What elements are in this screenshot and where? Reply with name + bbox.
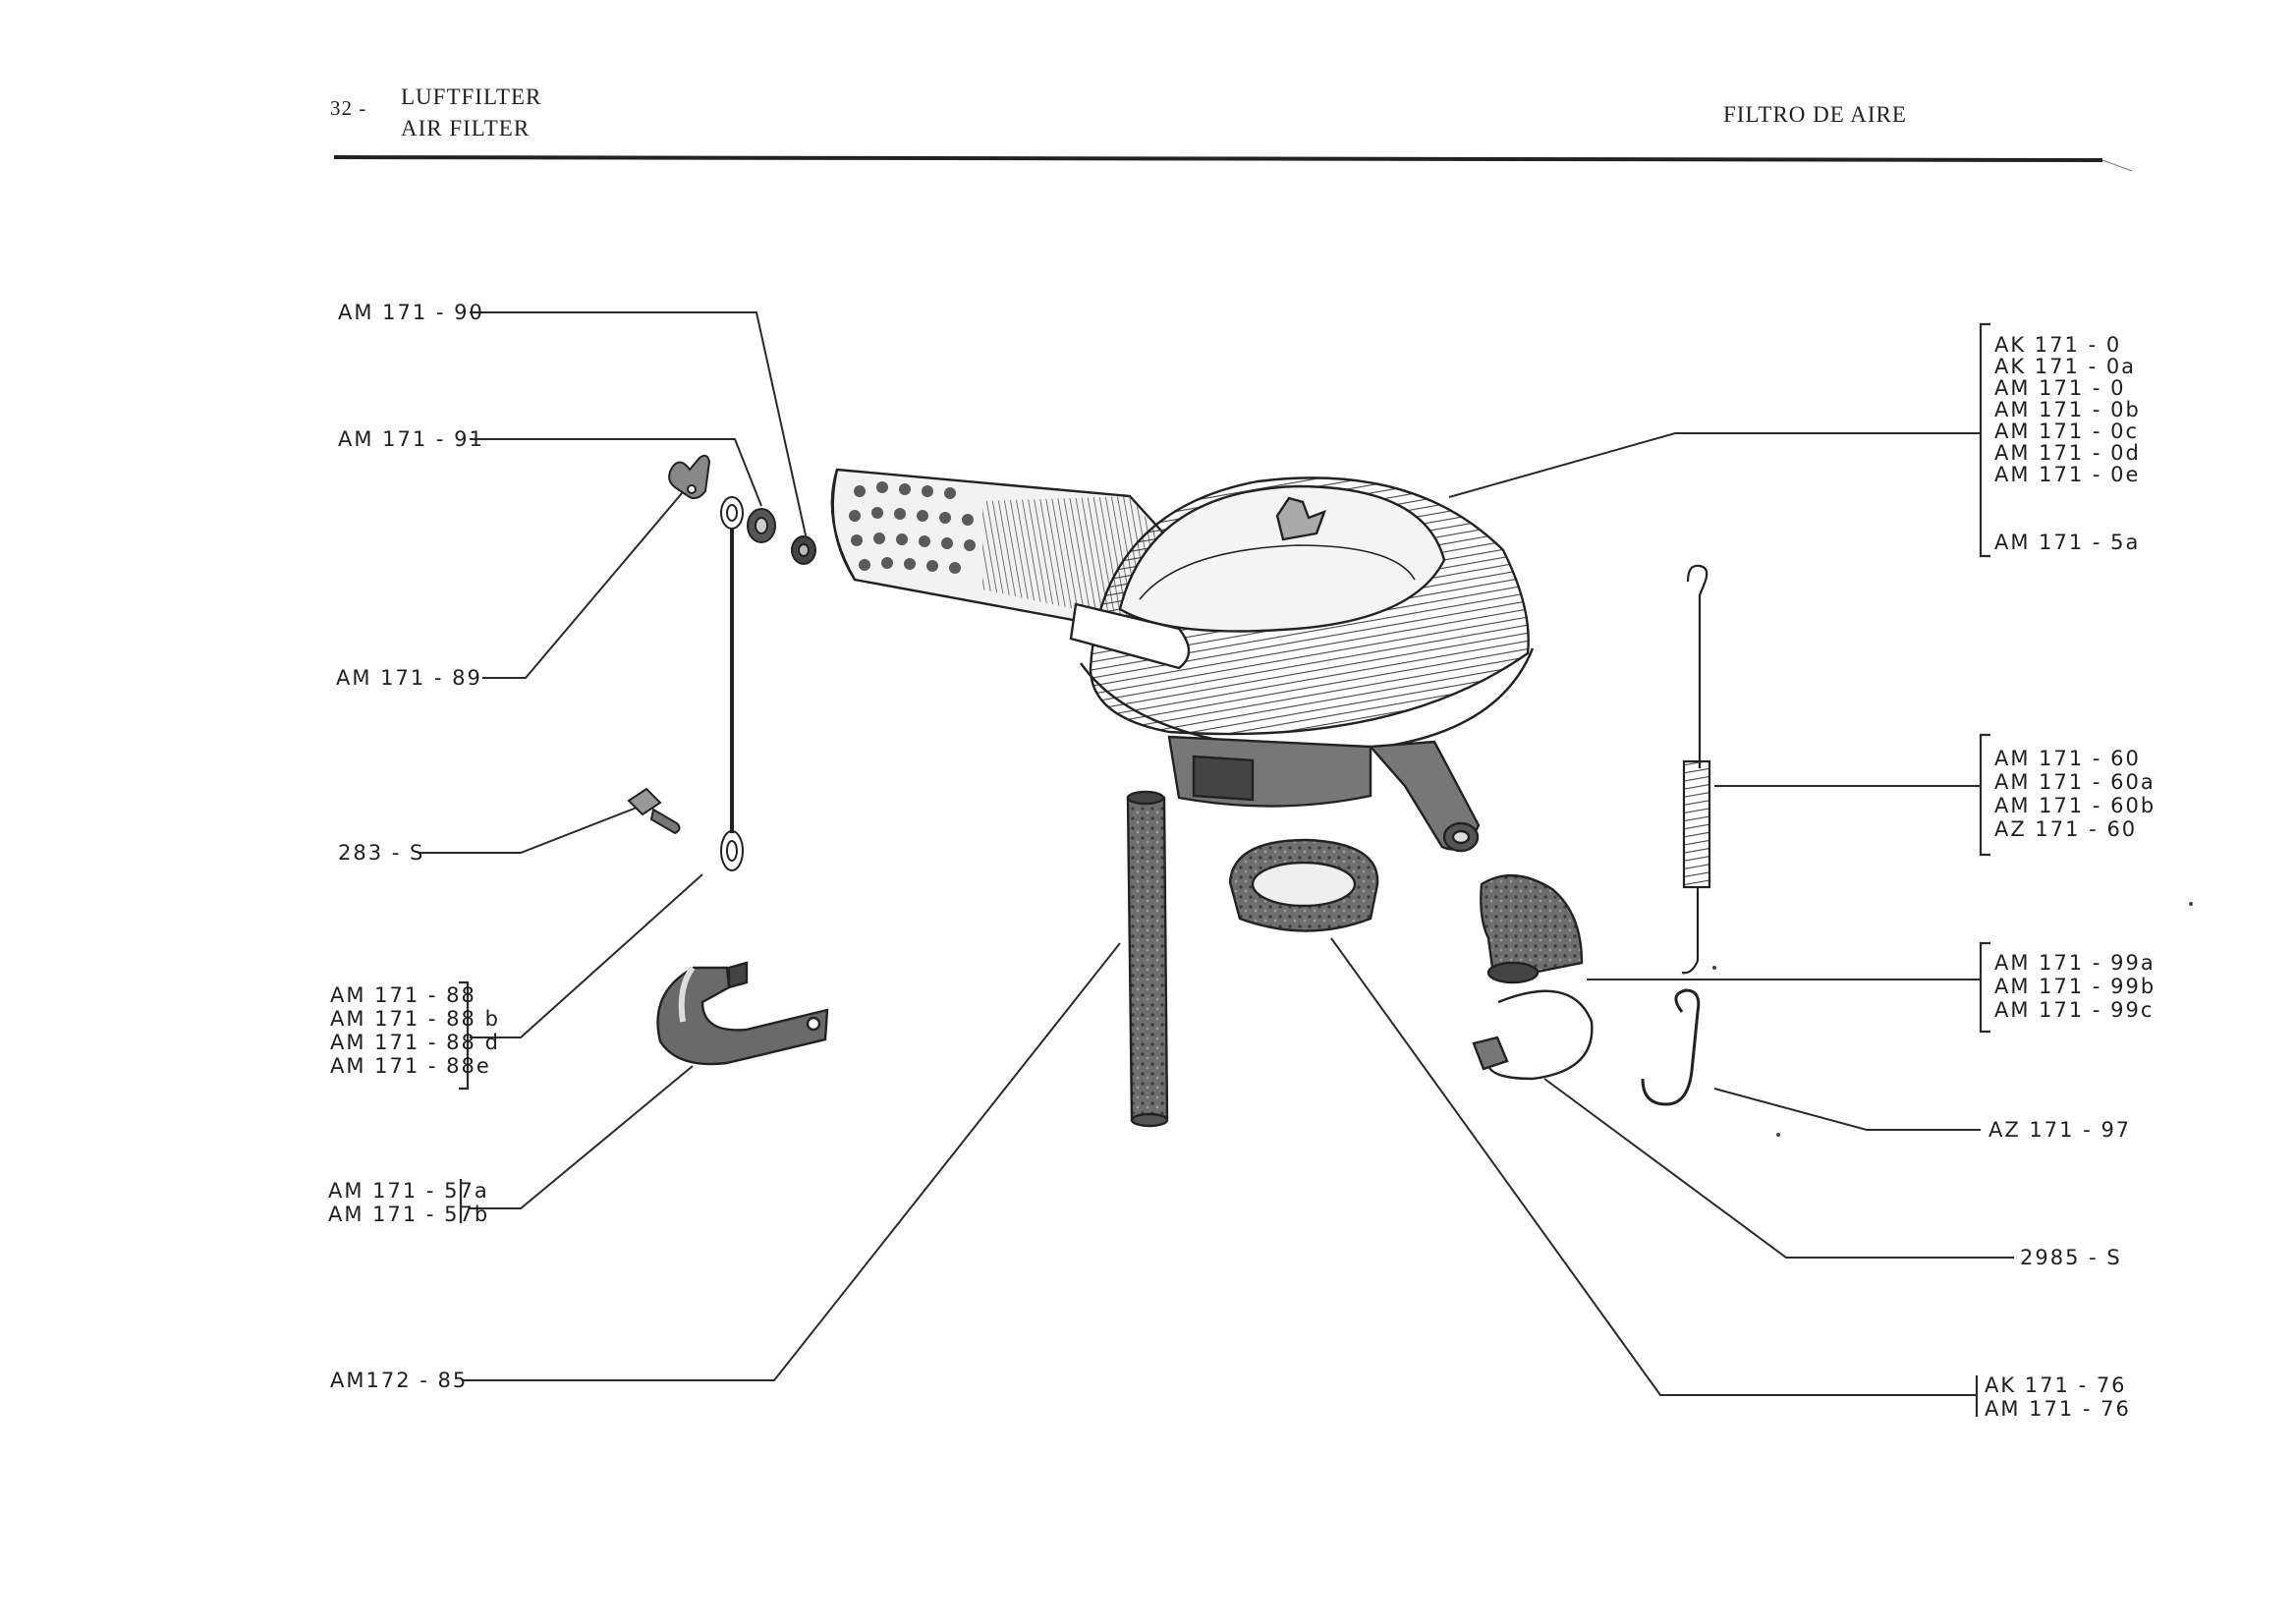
bracket-clamp-part [656, 961, 829, 1066]
callout-am171-60a: AM 171 - 60a [1994, 770, 2156, 794]
callout-group-0: AK 171 - 0 AK 171 - 0a AM 171 - 0 AM 171… [1994, 334, 2141, 485]
callout-group-88: AM 171 - 88 AM 171 - 88 b AM 171 - 88 d … [330, 983, 500, 1078]
callout-ak171-76: AK 171 - 76 [1985, 1373, 2127, 1397]
spring-part [1681, 564, 1711, 975]
callout-am171-0c: AM 171 - 0c [1994, 420, 2140, 443]
clip-part [668, 454, 711, 500]
bushing-parts [747, 508, 816, 565]
callout-am172-85: AM172 - 85 [330, 1369, 469, 1392]
callout-ak171-0: AK 171 - 0 [1994, 333, 2122, 357]
elbow-hose-part [1480, 873, 1584, 984]
callout-am171-76: AM 171 - 76 [1985, 1397, 2131, 1421]
callout-am171-99c: AM 171 - 99c [1994, 998, 2155, 1022]
callout-am171-60: AM 171 - 60 [1994, 747, 2141, 770]
callout-am171-99b: AM 171 - 99b [1994, 975, 2156, 998]
rubber-sleeve-part [1228, 838, 1379, 932]
callout-283-s: 283 - S [338, 841, 425, 865]
air-filter-housing [830, 468, 1535, 853]
callout-am171-0d: AM 171 - 0d [1994, 441, 2141, 465]
page-number: 32 - [330, 96, 367, 120]
callout-am171-57a: AM 171 - 57a [328, 1179, 489, 1203]
callout-am171-5a: AM 171 - 5a [1994, 531, 2141, 554]
callout-am171-99a: AM 171 - 99a [1994, 951, 2156, 975]
callout-am171-0: AM 171 - 0 [1994, 376, 2126, 400]
callout-2985-s: 2985 - S [2020, 1246, 2122, 1269]
callout-am171-91: AM 171 - 91 [338, 427, 484, 451]
bolt-part [627, 787, 681, 835]
callout-am171-0b: AM 171 - 0b [1994, 398, 2141, 421]
rod-part [720, 496, 744, 871]
title-english: AIR FILTER [401, 116, 531, 140]
callout-am171-89: AM 171 - 89 [336, 666, 482, 690]
callout-am171-88: AM 171 - 88 [330, 983, 476, 1007]
s-hook-part [1641, 988, 1701, 1106]
callout-am171-60b: AM 171 - 60b [1994, 794, 2156, 817]
callout-group-60: AM 171 - 60 AM 171 - 60a AM 171 - 60b AZ… [1994, 747, 2156, 841]
title-german: LUFTFILTER [401, 84, 542, 109]
callout-ak171-0a: AK 171 - 0a [1994, 355, 2137, 378]
callout-am171-57b: AM 171 - 57b [328, 1203, 490, 1226]
callout-am171-88d: AM 171 - 88 d [330, 1031, 500, 1054]
header-rule [333, 155, 2103, 162]
title-spanish: FILTRO DE AIRE [1723, 102, 1907, 127]
callout-am171-90: AM 171 - 90 [338, 301, 484, 324]
callout-am171-88e: AM 171 - 88e [330, 1054, 491, 1078]
callout-group-99: AM 171 - 99a AM 171 - 99b AM 171 - 99c [1994, 951, 2156, 1022]
callout-az171-97: AZ 171 - 97 [1988, 1118, 2132, 1142]
callout-group-76: AK 171 - 76 AM 171 - 76 [1985, 1373, 2131, 1421]
leader-lines [418, 311, 2014, 1396]
callout-am171-88b: AM 171 - 88 b [330, 1007, 500, 1031]
group-brackets [459, 322, 1990, 1417]
tube-part [1126, 790, 1169, 1128]
callout-am171-0e: AM 171 - 0e [1994, 463, 2141, 486]
hose-clamp-part [1472, 989, 1594, 1081]
callout-group-57: AM 171 - 57a AM 171 - 57b [328, 1179, 489, 1226]
callout-az171-60: AZ 171 - 60 [1994, 817, 2138, 841]
